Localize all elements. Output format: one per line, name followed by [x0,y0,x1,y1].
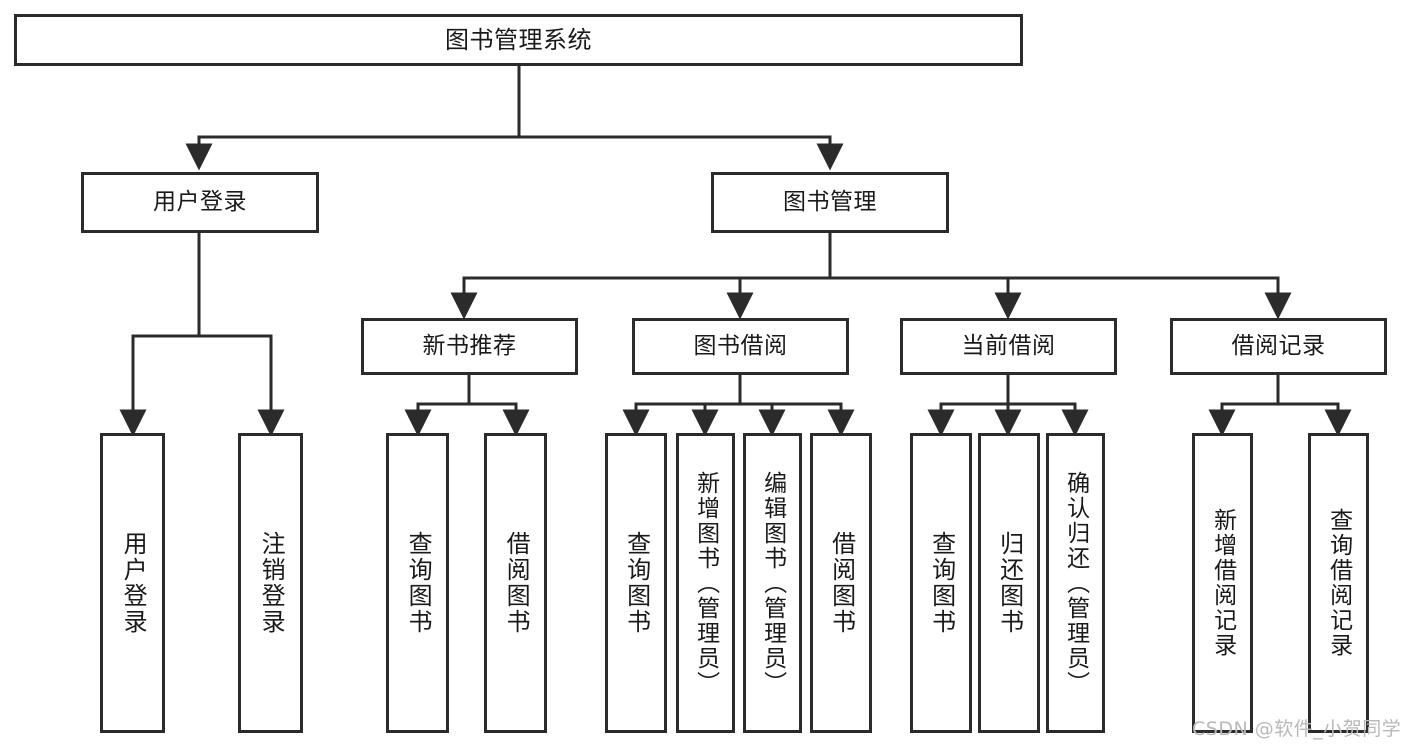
leaf-user-login[interactable]: 用户登录 [100,433,165,733]
node-label: 图书管理 [783,188,877,215]
node-book-management[interactable]: 图书管理 [711,172,949,233]
node-label: 查询图书 [404,531,433,635]
node-label: 确认归还（管理员） [1062,470,1089,696]
node-label: 图书管理系统 [445,25,592,54]
leaf-query-book-borrowing[interactable]: 查询图书 [605,433,667,733]
node-label: 查询图书 [622,531,651,635]
leaf-edit-book-admin[interactable]: 编辑图书（管理员） [743,433,802,733]
node-label: 编辑图书（管理员） [759,470,786,696]
node-label: 归还图书 [995,531,1024,635]
node-label: 查询借阅记录 [1325,508,1352,658]
node-label: 借阅图书 [502,531,531,635]
node-label: 查询图书 [927,531,956,635]
watermark: CSDN @软件_小贺同学 [1192,718,1402,740]
node-label: 注销登录 [257,531,286,635]
node-label: 用户登录 [119,531,148,635]
node-user-login[interactable]: 用户登录 [81,172,319,233]
leaf-logout[interactable]: 注销登录 [238,433,303,733]
node-label: 图书借阅 [693,332,788,359]
node-label: 新增借阅记录 [1209,508,1236,658]
node-book-borrowing[interactable]: 图书借阅 [632,318,849,375]
node-root-book-management-system[interactable]: 图书管理系统 [14,14,1023,66]
node-borrowing-record[interactable]: 借阅记录 [1170,318,1387,375]
leaf-query-book-current[interactable]: 查询图书 [910,433,972,733]
leaf-query-borrowing-record[interactable]: 查询借阅记录 [1308,433,1369,733]
leaf-return-book[interactable]: 归还图书 [978,433,1040,733]
leaf-add-book-admin[interactable]: 新增图书（管理员） [676,433,735,733]
node-label: 用户登录 [153,188,247,215]
leaf-query-book-new-rec[interactable]: 查询图书 [386,433,449,733]
node-label: 借阅记录 [1231,332,1326,359]
node-label: 新增图书（管理员） [692,470,719,696]
node-current-borrowing[interactable]: 当前借阅 [900,318,1117,375]
leaf-borrow-book-new-rec[interactable]: 借阅图书 [484,433,547,733]
leaf-add-borrowing-record[interactable]: 新增借阅记录 [1192,433,1253,733]
node-label: 新书推荐 [422,332,517,359]
node-label: 当前借阅 [961,332,1056,359]
node-new-book-recommendation[interactable]: 新书推荐 [361,318,578,375]
leaf-borrow-book-borrowing[interactable]: 借阅图书 [810,433,872,733]
leaf-confirm-return-admin[interactable]: 确认归还（管理员） [1046,433,1105,733]
node-label: 借阅图书 [827,531,856,635]
